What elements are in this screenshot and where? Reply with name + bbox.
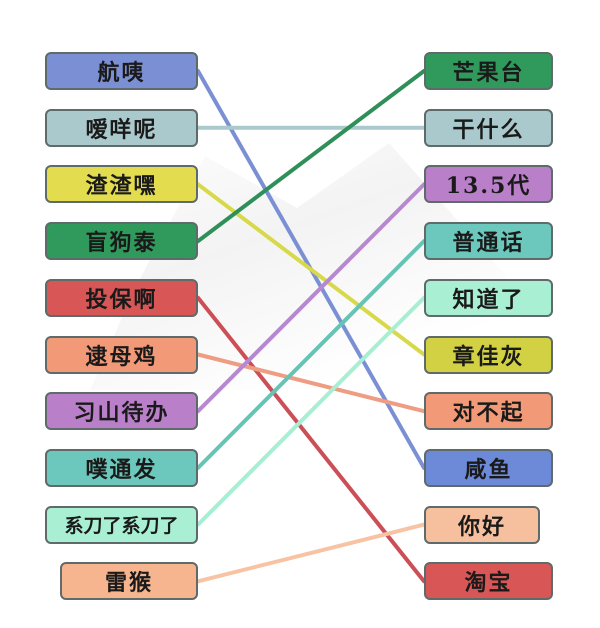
left-word-tile[interactable]: 盲狗泰 — [45, 222, 198, 261]
right-word-tile[interactable]: 芒果台 — [424, 52, 553, 90]
left-word-label: 逮母鸡 — [85, 343, 158, 370]
right-word-label: 咸鱼 — [464, 456, 513, 483]
left-word-label: 噗通发 — [85, 456, 158, 483]
left-word-label: 盲狗泰 — [85, 230, 158, 257]
left-word-tile[interactable]: 习山待办 — [45, 392, 198, 431]
right-word-tile[interactable]: 13.5代 — [424, 165, 553, 204]
right-word-label: 章佳灰 — [452, 343, 525, 370]
right-word-tile[interactable]: 对不起 — [424, 392, 553, 431]
right-word-label: 你好 — [457, 513, 506, 540]
left-word-tile[interactable]: 噗通发 — [45, 448, 198, 487]
left-word-label: 习山待办 — [73, 400, 170, 427]
right-word-tile[interactable]: 知道了 — [424, 278, 553, 317]
right-word-label: 13.5代 — [445, 173, 532, 200]
connection-line — [196, 295, 426, 527]
connection-line — [196, 352, 426, 414]
connection-line — [196, 182, 426, 414]
left-word-tile[interactable]: 投保啊 — [45, 278, 198, 317]
right-word-tile[interactable]: 干什么 — [424, 108, 553, 147]
left-word-label: 投保啊 — [85, 286, 158, 313]
left-word-tile[interactable]: 渣渣嘿 — [45, 165, 198, 204]
right-word-tile[interactable]: 章佳灰 — [424, 335, 553, 374]
right-word-label: 知道了 — [452, 286, 525, 313]
left-word-label: 嗳咩呢 — [85, 116, 158, 143]
connection-line — [196, 522, 426, 584]
right-word-tile[interactable]: 普通话 — [424, 222, 553, 261]
right-word-label: 普通话 — [452, 230, 525, 257]
connection-line — [196, 69, 426, 244]
connection-line — [196, 182, 426, 357]
right-word-tile[interactable]: 咸鱼 — [424, 448, 553, 487]
right-word-label: 芒果台 — [452, 60, 525, 86]
left-word-label: 航咦 — [97, 60, 146, 86]
right-word-tile[interactable]: 你好 — [424, 505, 540, 544]
right-word-tile[interactable]: 淘宝 — [424, 562, 553, 601]
left-word-label: 系刀了系刀了 — [64, 515, 179, 538]
right-word-label: 对不起 — [452, 400, 525, 427]
connection-line — [196, 295, 426, 584]
left-word-tile[interactable]: 雷猴 — [60, 562, 198, 601]
left-word-tile[interactable]: 航咦 — [45, 52, 198, 90]
connection-line — [196, 239, 426, 470]
left-word-tile[interactable]: 嗳咩呢 — [45, 108, 198, 147]
right-word-label: 淘宝 — [464, 570, 513, 597]
left-word-label: 雷猴 — [104, 570, 153, 597]
left-word-tile[interactable]: 系刀了系刀了 — [45, 505, 198, 544]
right-word-label: 干什么 — [452, 116, 525, 143]
left-word-label: 渣渣嘿 — [85, 173, 158, 200]
left-word-tile[interactable]: 逮母鸡 — [45, 335, 198, 374]
